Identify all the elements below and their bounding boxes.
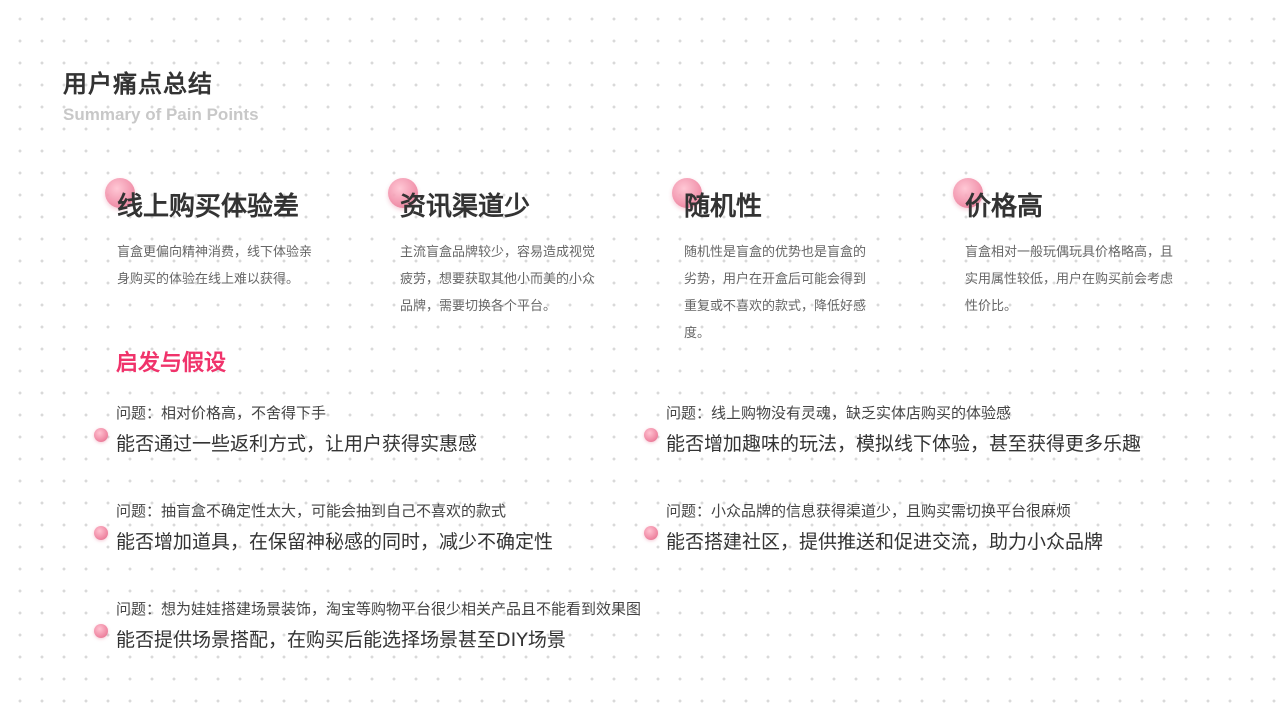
hypothesis-question: 问题：小众品牌的信息获得渠道少，且购买需切换平台很麻烦 bbox=[666, 502, 1072, 520]
hypothesis-question: 问题：抽盲盒不确定性太大，可能会抽到自己不喜欢的款式 bbox=[116, 502, 507, 520]
pink-dot-icon bbox=[644, 428, 658, 442]
pink-dot-icon bbox=[94, 624, 108, 638]
hypothesis-item: 问题：抽盲盒不确定性太大，可能会抽到自己不喜欢的款式 能否增加道具，在保留神秘感… bbox=[94, 500, 676, 554]
hypothesis-answer: 能否通过一些返利方式，让用户获得实惠感 bbox=[116, 433, 478, 455]
hypothesis-answer: 能否提供场景搭配，在购买后能选择场景甚至DIY场景 bbox=[116, 629, 566, 651]
pain-point-title: 价格高 bbox=[965, 192, 1044, 222]
hypothesis-answer: 能否搭建社区，提供推送和促进交流，助力小众品牌 bbox=[666, 531, 1104, 553]
pain-point-desc: 随机性是盲盒的优势也是盲盒的劣势，用户在开盒后可能会得到重复或不喜欢的款式，降低… bbox=[684, 245, 867, 341]
page-title: 用户痛点总结 bbox=[63, 70, 213, 98]
pink-circle-icon bbox=[388, 178, 418, 208]
hypothesis-item: 问题：相对价格高，不舍得下手 能否通过一些返利方式，让用户获得实惠感 bbox=[94, 402, 676, 456]
hypothesis-item: 问题：线上购物没有灵魂，缺乏实体店购买的体验感 能否增加趣味的玩法，模拟线下体验… bbox=[644, 402, 1226, 456]
page-subtitle: Summary of Pain Points bbox=[63, 105, 259, 124]
pink-dot-icon bbox=[94, 428, 108, 442]
hypothesis-question: 问题：相对价格高，不舍得下手 bbox=[116, 404, 327, 422]
pink-circle-icon bbox=[672, 178, 702, 208]
pink-circle-icon bbox=[105, 178, 135, 208]
pain-point-title: 线上购买体验差 bbox=[117, 192, 300, 222]
section-title: 启发与假设 bbox=[116, 351, 227, 376]
pain-point-card: 随机性 随机性是盲盒的优势也是盲盒的劣势，用户在开盒后可能会得到重复或不喜欢的款… bbox=[672, 176, 904, 347]
pain-point-card: 价格高 盲盒相对一般玩偶玩具价格略高，且实用属性较低，用户在购买前会考虑性价比。 bbox=[953, 176, 1185, 320]
hypothesis-question: 问题：线上购物没有灵魂，缺乏实体店购买的体验感 bbox=[666, 404, 1012, 422]
pain-point-title: 随机性 bbox=[684, 192, 763, 222]
pink-dot-icon bbox=[94, 526, 108, 540]
pain-point-desc: 主流盲盒品牌较少，容易造成视觉疲劳，想要获取其他小而美的小众品牌，需要切换各个平… bbox=[400, 245, 596, 314]
pain-point-title: 资讯渠道少 bbox=[400, 192, 531, 222]
pain-point-card: 线上购买体验差 盲盒更偏向精神消费，线下体验亲身购买的体验在线上难以获得。 bbox=[105, 176, 337, 293]
pink-circle-icon bbox=[953, 178, 983, 208]
pain-point-desc: 盲盒相对一般玩偶玩具价格略高，且实用属性较低，用户在购买前会考虑性价比。 bbox=[965, 245, 1174, 314]
pink-dot-icon bbox=[644, 526, 658, 540]
pain-point-desc: 盲盒更偏向精神消费，线下体验亲身购买的体验在线上难以获得。 bbox=[117, 245, 313, 287]
hypothesis-item: 问题：小众品牌的信息获得渠道少，且购买需切换平台很麻烦 能否搭建社区，提供推送和… bbox=[644, 500, 1226, 554]
hypothesis-question: 问题：想为娃娃搭建场景装饰，淘宝等购物平台很少相关产品且不能看到效果图 bbox=[116, 600, 642, 618]
pain-point-card: 资讯渠道少 主流盲盒品牌较少，容易造成视觉疲劳，想要获取其他小而美的小众品牌，需… bbox=[388, 176, 620, 320]
hypothesis-item: 问题：想为娃娃搭建场景装饰，淘宝等购物平台很少相关产品且不能看到效果图 能否提供… bbox=[94, 598, 756, 652]
hypothesis-answer: 能否增加道具，在保留神秘感的同时，减少不确定性 bbox=[116, 531, 554, 553]
hypothesis-answer: 能否增加趣味的玩法，模拟线下体验，甚至获得更多乐趣 bbox=[666, 433, 1142, 455]
